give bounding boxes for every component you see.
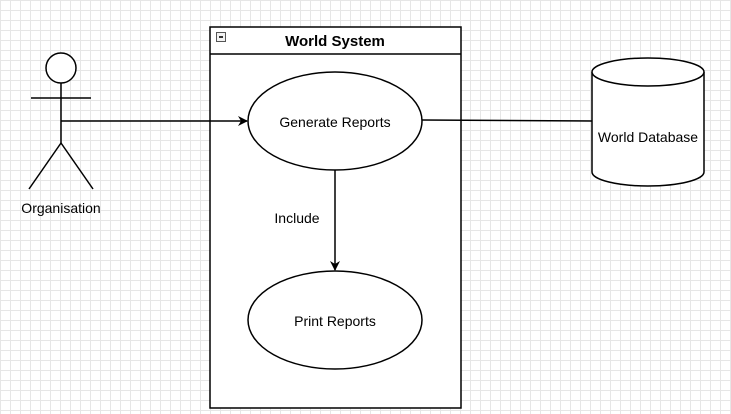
database-association-line[interactable]: [421, 119, 593, 122]
database-label: World Database: [597, 129, 699, 145]
actor-label: Organisation: [21, 200, 101, 216]
database-cylinder[interactable]: [591, 57, 705, 187]
use-case-print-label: Print Reports: [294, 313, 376, 329]
include-label: Include: [274, 210, 320, 226]
use-case-print-reports[interactable]: [247, 270, 423, 370]
minus-square-icon[interactable]: [216, 32, 226, 42]
use-case-generate-label: Generate Reports: [279, 114, 391, 130]
system-title: World System: [285, 33, 385, 50]
actor-figure[interactable]: [28, 52, 94, 190]
